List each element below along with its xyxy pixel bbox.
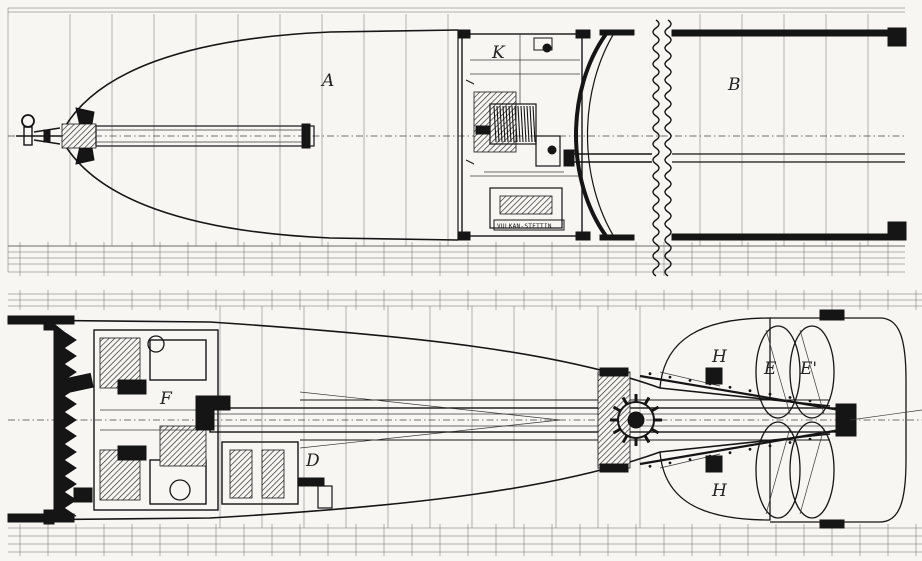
label-propeller-aft: E' xyxy=(799,359,817,379)
upper-frame-lines xyxy=(69,14,869,246)
propeller-blades xyxy=(755,309,922,529)
lower-dimension-lines xyxy=(8,290,922,556)
section-break-line xyxy=(652,19,660,277)
label-propeller-forward: E xyxy=(763,359,777,379)
label-gear-housing: F xyxy=(159,389,173,409)
label-regulator: K xyxy=(491,43,506,63)
rudder-fins xyxy=(659,317,771,521)
regulator-compartment: VULKAN-STETTIN K xyxy=(457,29,591,241)
label-mid-section: B xyxy=(727,75,741,95)
engine-block xyxy=(64,329,219,511)
label-rudder-lower: H xyxy=(711,481,728,501)
fore-section-outline xyxy=(61,29,459,241)
nose-fittings xyxy=(16,107,315,165)
maker-plate: VULKAN-STETTIN xyxy=(497,223,552,230)
label-rudder-upper: H xyxy=(711,347,728,367)
label-fore-section: A xyxy=(320,71,334,91)
upper-dimension-lines xyxy=(7,7,905,276)
motor-compartment xyxy=(195,395,333,509)
label-motor-compartment: D xyxy=(305,451,320,471)
tail-differential xyxy=(597,367,662,473)
mid-section xyxy=(671,27,907,241)
bulkhead-curve xyxy=(574,32,608,238)
upper-view: A VULKAN-STETTIN K xyxy=(7,7,907,277)
forward-bulkhead xyxy=(7,315,77,525)
lower-view: F D xyxy=(7,290,922,556)
main-shaft xyxy=(209,391,851,449)
